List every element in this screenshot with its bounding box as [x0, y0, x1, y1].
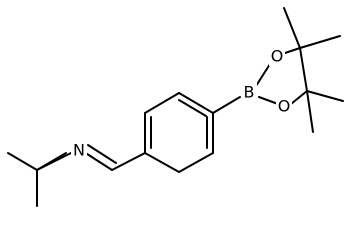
- bond-boron-oxygen-upper: [255, 63, 271, 87]
- bond-ring-b: [144, 92, 180, 114]
- bond-ring-boron: [212, 96, 241, 114]
- atom-labels: N B O O: [71, 46, 292, 160]
- bond-methyl-upper-b: [299, 35, 341, 49]
- oxygen-upper-label-bg: [269, 46, 285, 66]
- bond-imine-n-c-inner: [87, 144, 117, 164]
- bond-oxygen-upper-carbon: [284, 47, 301, 54]
- bond-tbu-methyl-left: [7, 152, 38, 171]
- oxygen-lower-label: O: [278, 97, 291, 116]
- chemical-structure: N B O O: [7, 7, 344, 207]
- bond-methyl-lower-a: [306, 90, 344, 102]
- bond-ring-c: [178, 92, 214, 114]
- nitrogen-label-bg: [71, 140, 87, 160]
- nitrogen-label: N: [73, 141, 85, 160]
- bond-ring-f: [144, 152, 180, 173]
- oxygen-lower-label-bg: [276, 96, 292, 116]
- bond-boron-oxygen-lower: [258, 96, 279, 105]
- boron-label: B: [244, 83, 255, 102]
- boron-label-bg: [241, 82, 257, 102]
- bond-methyl-upper-a: [283, 7, 301, 49]
- bond-tbu-carbon-nitrogen: [36, 151, 74, 171]
- bond-imine-n-c: [83, 151, 113, 171]
- bond-oxygen-lower-carbon: [290, 90, 308, 105]
- bond-imine-carbon-ring: [111, 152, 146, 171]
- bond-ring-inner-top: [178, 99, 207, 117]
- bond-ring-e: [178, 152, 214, 173]
- bond-ring-carbon-carbon: [299, 47, 308, 92]
- bonds: [7, 7, 344, 207]
- oxygen-upper-label: O: [271, 47, 284, 66]
- bond-methyl-lower-b: [306, 90, 314, 133]
